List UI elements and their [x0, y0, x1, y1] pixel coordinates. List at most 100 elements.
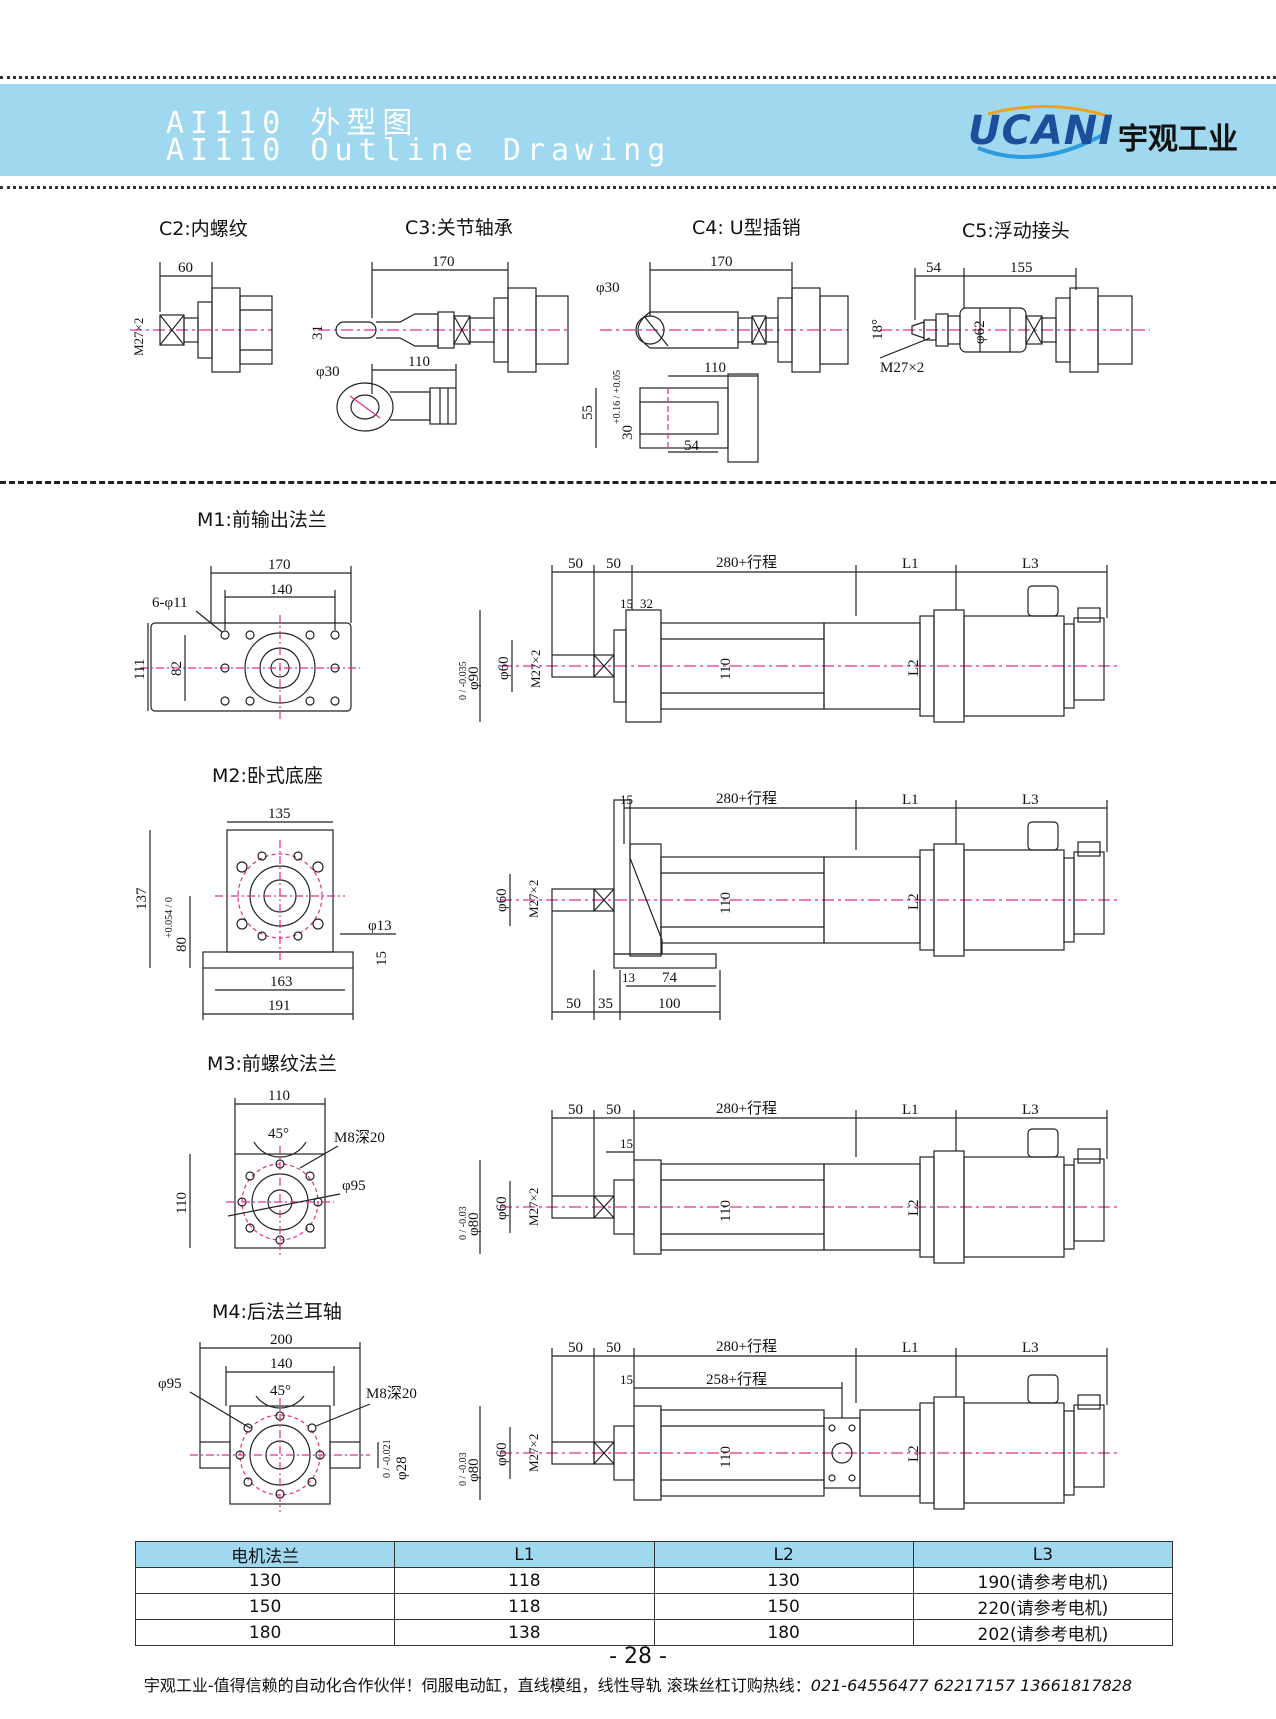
section-m3-label: M3:前螺纹法兰 — [207, 1053, 337, 1075]
m1-dim-15: 15 — [620, 596, 633, 611]
cell-flange: 130 — [134, 1567, 396, 1594]
m3-dim-l1: L1 — [902, 1102, 919, 1118]
m4-dim-stroke2: 258+行程 — [706, 1371, 767, 1388]
m1-dim-m27: M27×2 — [528, 650, 543, 688]
m3-dim-50a: 50 — [568, 1102, 583, 1118]
m2-dim-l2: L2 — [906, 893, 922, 910]
m1-tol-90: 0 / -0.035 — [458, 661, 469, 700]
c4-drawing: 170 φ30 110 55 30 +0.16 / +0.05 54 — [580, 254, 849, 463]
c5-dim-phi62: φ62 — [972, 320, 988, 344]
m3-dim-50b: 50 — [606, 1102, 621, 1118]
m4-dim-phi60: φ60 — [494, 1442, 510, 1466]
m4-side-view: 50 50 280+行程 L1 L3 15 258+行程 φ80 0 / -0.… — [458, 1338, 1120, 1510]
m1-dim-140: 140 — [270, 582, 293, 598]
m1-dim-111: 111 — [132, 659, 148, 680]
m4-dim-stroke: 280+行程 — [716, 1338, 777, 1355]
m3-side-view: 50 50 280+行程 L1 L3 15 φ80 0 / -0.03 φ60 … — [458, 1100, 1120, 1264]
m4-dim-phi80: φ80 — [466, 1458, 482, 1482]
c3-dim-31: 31 — [310, 325, 326, 340]
title-banner: AI110 外型图 AI110 Outline Drawing UCANI 宇观… — [0, 84, 1276, 176]
m2-dim-l1: L1 — [902, 792, 919, 808]
section-c3-label: C3:关节轴承 — [405, 217, 513, 239]
c5-dim-54: 54 — [926, 260, 942, 276]
c3-dim-170: 170 — [432, 254, 455, 270]
section-m4-label: M4:后法兰耳轴 — [212, 1301, 342, 1323]
m4-dim-phi95: φ95 — [158, 1376, 182, 1392]
page-number: - 28 - — [609, 1644, 667, 1669]
c3-drawing: 170 31 110 φ30 — [310, 254, 569, 432]
motor-flange-table: 电机法兰 L1 L2 L3 130 118 130 190(请参考电机) 150… — [134, 1541, 1174, 1646]
m1-dim-l2: L2 — [906, 659, 922, 676]
m4-dim-m8: M8深20 — [366, 1385, 417, 1402]
m3-dim-l3: L3 — [1022, 1102, 1039, 1118]
m3-dim-l2: L2 — [906, 1199, 922, 1216]
m2-dim-13: 13 — [622, 970, 635, 985]
m1-dim-82: 82 — [169, 661, 185, 676]
m4-dim-45: 45° — [270, 1383, 291, 1399]
m1-dim-stroke: 280+行程 — [716, 554, 777, 571]
m1-dim-50b: 50 — [606, 556, 621, 572]
footer: 宇观工业-值得信赖的自动化合作伙伴！伺服电动缸，直线模组，线性导轨 滚珠丝杠订购… — [0, 1672, 1276, 1696]
m2-dim-15: 15 — [620, 792, 633, 807]
section-m2-label: M2:卧式底座 — [212, 765, 323, 787]
m4-dim-l3: L3 — [1022, 1340, 1039, 1356]
m3-dim-110: 110 — [268, 1088, 290, 1104]
table-row: 150 118 150 220(请参考电机) — [134, 1593, 1174, 1620]
logo-word: UCANI — [968, 108, 1115, 154]
logo-company-name: 宇观工业 — [1118, 122, 1238, 157]
m4-dim-m27: M27×2 — [526, 1434, 541, 1472]
logo-swoosh-icon — [977, 105, 1109, 159]
m4-dim-15: 15 — [620, 1372, 633, 1387]
m1-dim-170: 170 — [268, 557, 291, 573]
m2-dim-80: 80 — [174, 937, 190, 952]
m2-dim-phi60: φ60 — [494, 888, 510, 912]
cell-l2: 180 — [653, 1619, 914, 1646]
footer-phones: 021-64556477 62217157 13661817828 — [810, 1676, 1133, 1695]
header-l3: L3 — [912, 1541, 1174, 1568]
m2-side-view: 15 280+行程 L1 L3 φ60 M27×2 110 L2 13 74 5… — [494, 790, 1120, 1020]
section-c4-label: C4: U型插销 — [692, 217, 801, 239]
m4-dim-110: 110 — [718, 1446, 734, 1468]
m4-dim-l1: L1 — [902, 1340, 919, 1356]
m2-dim-l3: L3 — [1022, 792, 1039, 808]
section-c5-label: C5:浮动接头 — [962, 220, 1070, 242]
table-header-row: 电机法兰 L1 L2 L3 — [134, 1541, 1174, 1568]
m2-dim-35: 35 — [598, 996, 613, 1012]
m3-dim-m8: M8深20 — [334, 1129, 385, 1146]
m2-dim-74: 74 — [662, 970, 678, 986]
m3-dim-110m: 110 — [718, 1200, 734, 1222]
cell-l3: 202(请参考电机) — [912, 1619, 1174, 1646]
section-divider — [0, 481, 1276, 484]
m3-dim-110v: 110 — [174, 1192, 190, 1214]
m1-dim-l3: L3 — [1022, 556, 1039, 572]
c4-dim-110: 110 — [704, 360, 726, 376]
c5-drawing: 54 155 18° φ62 M27×2 — [870, 260, 1150, 376]
cell-l2: 150 — [653, 1593, 914, 1620]
banner-bottom-dotted-rule — [0, 186, 1276, 189]
cell-l1: 118 — [394, 1593, 655, 1620]
cell-flange: 150 — [134, 1593, 396, 1620]
m2-dim-137: 137 — [134, 887, 150, 910]
header-l1: L1 — [394, 1541, 655, 1568]
c4-tol-30: +0.16 / +0.05 — [612, 370, 623, 424]
m4-dim-phi28: φ28 — [394, 1456, 410, 1480]
m2-tol-80: +0.054 / 0 — [164, 897, 175, 938]
cell-l1: 138 — [394, 1619, 655, 1646]
cell-flange: 180 — [134, 1619, 396, 1646]
c2-dim-60: 60 — [178, 260, 193, 276]
m3-dim-stroke: 280+行程 — [716, 1100, 777, 1117]
footer-text: 宇观工业-值得信赖的自动化合作伙伴！伺服电动缸，直线模组，线性导轨 滚珠丝杠订购… — [143, 1676, 811, 1695]
c2-drawing: 60 M27×2 — [130, 260, 273, 373]
m3-end-view: 110 45° M8深20 φ95 110 — [174, 1088, 385, 1258]
m1-dim-50a: 50 — [568, 556, 583, 572]
m3-dim-15: 15 — [620, 1136, 633, 1151]
c4-dim-170: 170 — [710, 254, 733, 270]
cell-l1: 118 — [394, 1567, 655, 1594]
m3-dim-phi60: φ60 — [494, 1196, 510, 1220]
m3-dim-m27: M27×2 — [526, 1188, 541, 1226]
company-logo: UCANI 宇观工业 — [968, 102, 1258, 162]
m2-dim-100: 100 — [658, 996, 681, 1012]
c4-dim-phi30: φ30 — [596, 280, 620, 296]
section-c2-label: C2:内螺纹 — [159, 218, 248, 240]
m4-dim-140: 140 — [270, 1356, 293, 1372]
